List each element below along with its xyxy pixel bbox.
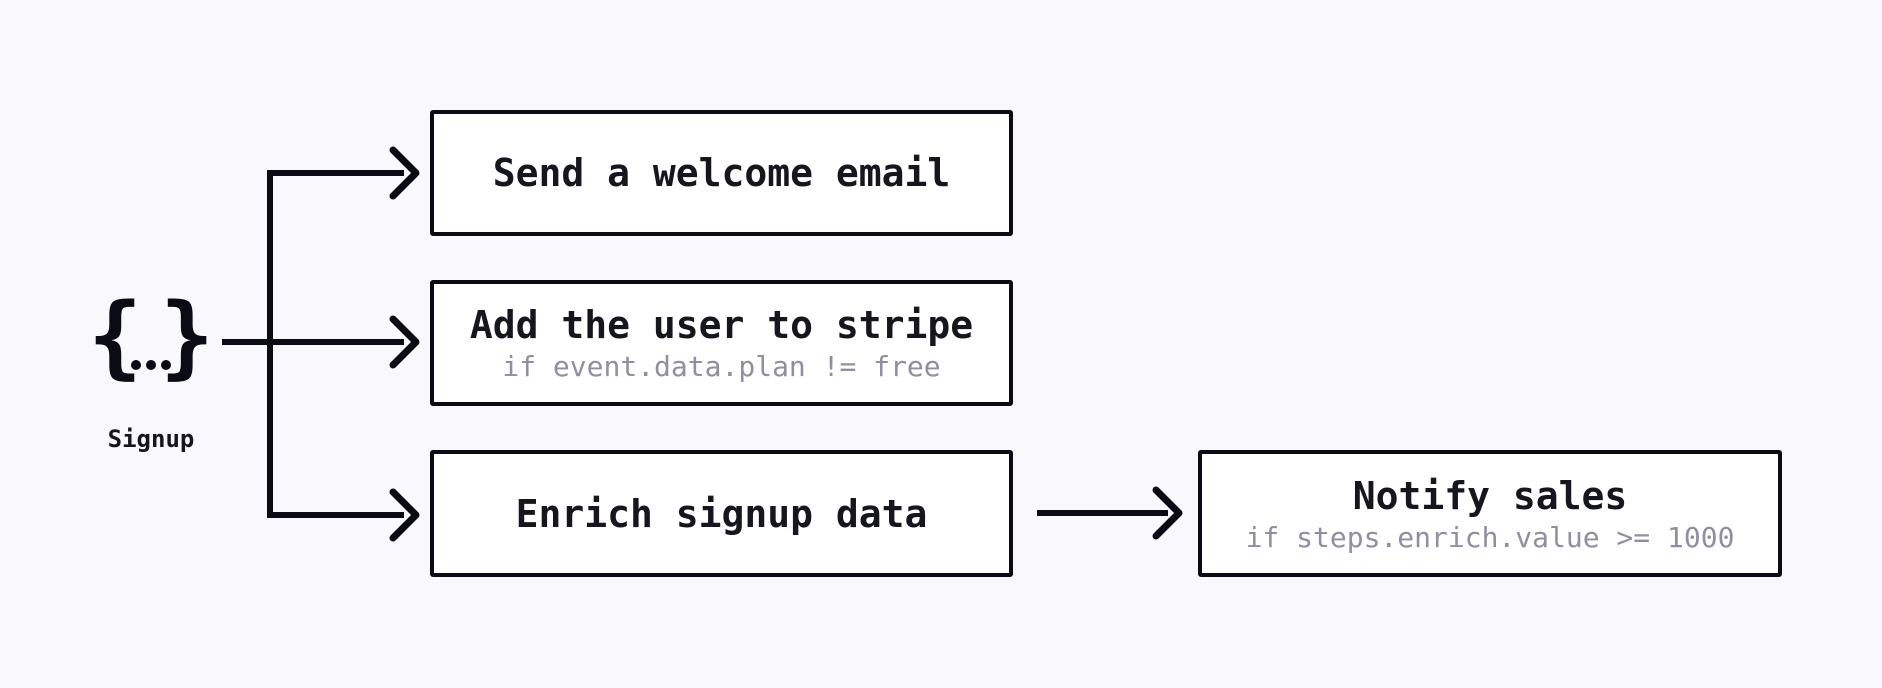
step-condition: if steps.enrich.value >= 1000 — [1245, 520, 1735, 554]
step-node-send-welcome-email[interactable]: Send a welcome email — [430, 110, 1013, 236]
dot — [161, 360, 171, 370]
dot — [131, 360, 141, 370]
right-brace-glyph: } — [159, 284, 214, 389]
arrowhead-to-stripe-icon — [389, 315, 420, 369]
step-title: Notify sales — [1352, 473, 1628, 518]
step-title: Enrich signup data — [515, 491, 928, 536]
step-node-enrich-signup-data[interactable]: Enrich signup data — [430, 450, 1013, 577]
step-condition: if event.data.plan != free — [502, 350, 941, 383]
arrowhead-to-notify-icon — [1152, 486, 1183, 540]
step-node-add-user-to-stripe[interactable]: Add the user to stripe if event.data.pla… — [430, 280, 1013, 406]
step-node-notify-sales[interactable]: Notify sales if steps.enrich.value >= 10… — [1198, 450, 1782, 577]
arrowhead-to-enrich-icon — [389, 488, 420, 542]
trigger-event-label: Signup — [107, 425, 195, 453]
arrowhead-to-welcome-icon — [389, 146, 420, 200]
step-title: Send a welcome email — [492, 151, 951, 195]
dot — [146, 360, 156, 370]
ellipsis-dots — [103, 360, 199, 370]
curly-braces-event-icon: { } — [88, 290, 214, 386]
step-title: Add the user to stripe — [469, 303, 974, 347]
